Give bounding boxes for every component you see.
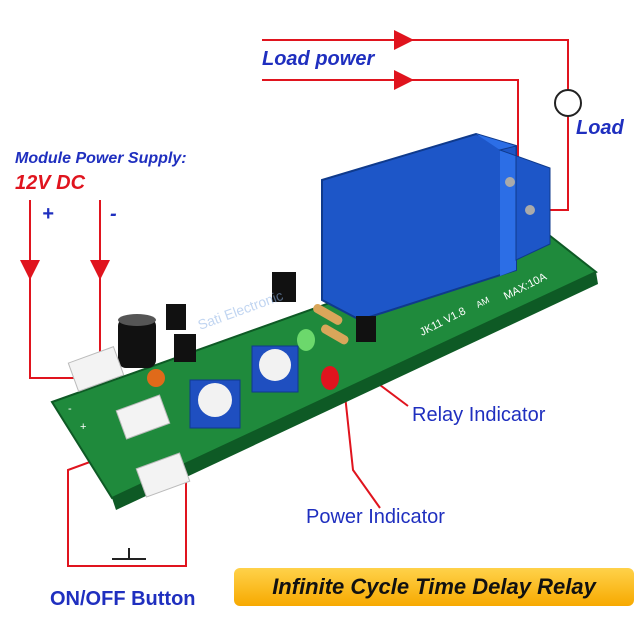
board-plus-pin: +: [80, 421, 86, 433]
capacitor: [118, 314, 156, 368]
jumper-2: [272, 272, 296, 302]
jumper-1: [166, 304, 186, 330]
plus-label: +: [42, 203, 54, 225]
banner-title: Infinite Cycle Time Delay Relay: [272, 574, 596, 599]
module-power-supply-label: Module Power Supply:: [15, 150, 187, 167]
relay: [321, 132, 551, 322]
load-power-label: Load power: [262, 48, 375, 70]
button-connector: [115, 394, 171, 440]
onoff-button-label: ON/OFF Button: [50, 588, 196, 610]
load-power-wire-bottom: [262, 79, 519, 182]
potentiometer-2: [251, 345, 299, 393]
power-led: [321, 366, 339, 390]
transistor-2: [356, 316, 376, 342]
power-indicator-leader: [344, 394, 381, 509]
button-connector-2: [135, 452, 191, 498]
supply-plus-wire: [29, 200, 90, 379]
button-symbol: [112, 548, 146, 560]
relay-indicator-label: Relay Indicator: [412, 404, 546, 426]
load-circle: [554, 89, 582, 117]
power-indicator-label: Power Indicator: [306, 506, 445, 528]
voltage-label: 12V DC: [15, 172, 86, 194]
resistor-2: [320, 324, 349, 345]
load-label: Load: [576, 117, 624, 139]
diode-orange: [147, 369, 165, 387]
minus-label: -: [110, 203, 117, 225]
resistor-1: [313, 304, 343, 325]
power-connector: [67, 346, 125, 392]
transistor: [174, 334, 196, 362]
potentiometer-1: [189, 379, 241, 429]
relay-led: [297, 329, 315, 351]
board-minus-pin: -: [68, 403, 72, 415]
load-power-wire-top: [262, 39, 569, 90]
title-banner: Infinite Cycle Time Delay Relay: [234, 568, 634, 606]
